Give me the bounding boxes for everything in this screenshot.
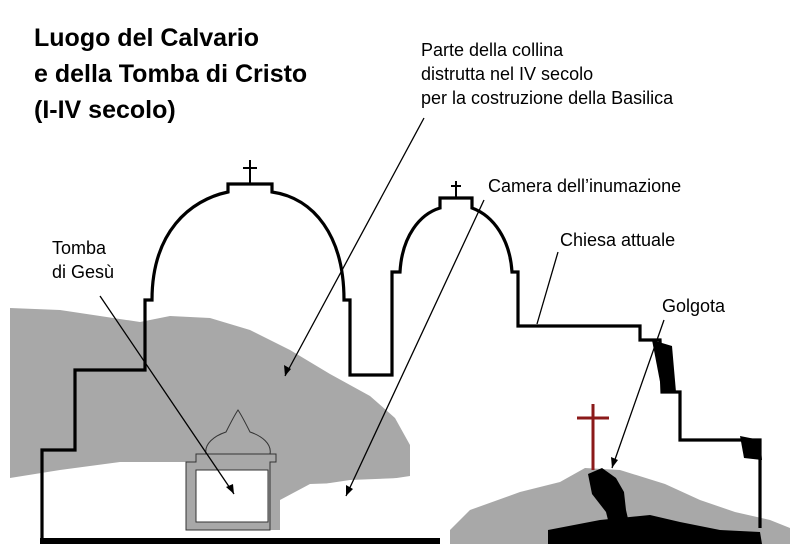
burial-chamber-cavity [290,478,458,530]
label-burial-chamber: Camera dell’inumazione [488,176,682,196]
pointer-arrowheads [226,365,618,496]
label-hill-part-line-2: distrutta nel IV secolo [421,64,594,84]
label-hill-part: Parte della collina distrutta nel IV sec… [421,38,673,110]
arrowhead-hill-part [284,365,291,376]
edicule-body [185,453,277,531]
label-tomb-line-1: Tomba [52,238,107,258]
label-tomb-line-2: di Gesù [52,262,115,282]
title-line-3: (I-IV secolo) [34,96,176,124]
pointer-present-church [536,251,559,325]
arrowhead-burial-chamber [346,485,353,496]
label-hill-part-line-1: Parte della collina [421,40,564,60]
hill-silhouette [10,308,410,530]
pointer-golgotha [611,319,665,469]
right-wall-footing [740,436,762,460]
title-line-2: e della Tomba di Cristo [34,60,308,88]
pointer-tomb [99,295,235,495]
pointer-lines [99,117,665,497]
foundation-right [548,515,762,544]
arrowhead-tomb [226,484,234,494]
label-hill-part-line-3: per la costruzione della Basilica [421,88,674,108]
foundation-left [40,538,440,544]
arrowhead-golgotha [611,457,618,468]
label-golgotha: Golgota [662,296,726,316]
title-line-1: Luogo del Calvario [34,24,260,52]
label-present-church: Chiesa attuale [560,230,676,250]
edicule-crown [205,409,271,455]
pointer-burial-chamber [345,199,485,497]
church-main-outline [40,182,762,540]
golgotha-chapel-wall [652,340,676,392]
tomb-edicule [185,409,277,531]
pointer-hill-part [284,117,425,377]
golgotha-cross [577,404,609,470]
diagram-title: Luogo del Calvario e della Tomba di Cris… [34,20,307,128]
basilica-outline [40,182,762,540]
dome-crosses [243,160,461,198]
label-tomb: Tomba di Gesù [52,236,114,284]
edicule-door [195,469,269,523]
